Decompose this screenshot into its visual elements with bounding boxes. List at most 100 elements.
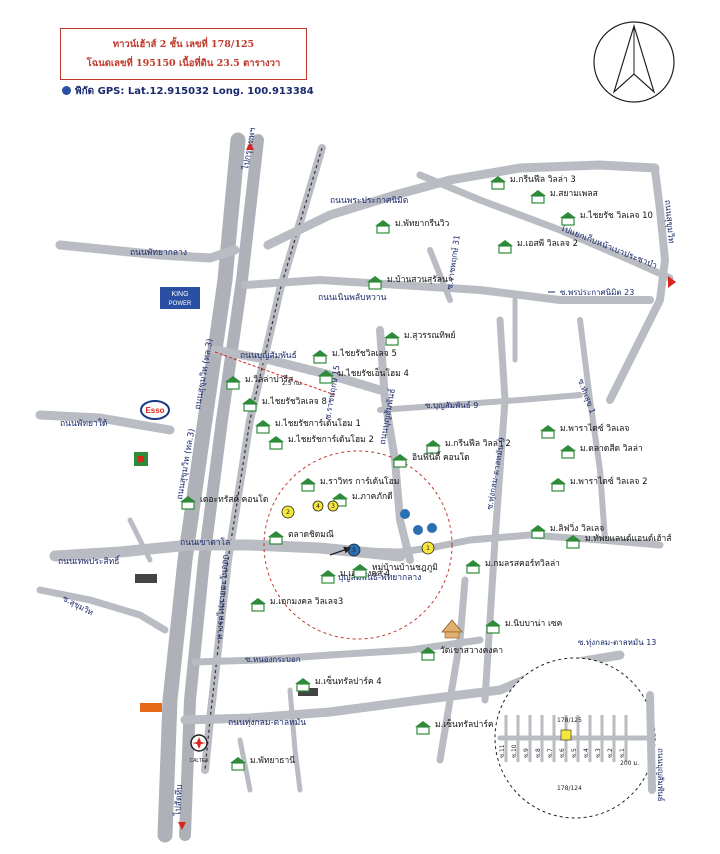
village-label: ม.ไชยรัชการ์เด้นโฮม 1 — [275, 418, 361, 429]
label-khao-talo: ถนนเขาตาโล — [180, 537, 230, 548]
kingpower-logo: KING POWER — [160, 287, 200, 309]
marker-1 — [421, 541, 435, 555]
village-label: ม.ภาคภักดี — [352, 491, 393, 502]
inset-soi-label: ซ.7 — [547, 748, 554, 758]
village-house-icon — [352, 564, 368, 578]
village-house-icon — [250, 598, 266, 612]
village-house-icon — [300, 478, 316, 492]
marker-2 — [281, 505, 295, 519]
village-house-icon — [425, 440, 441, 454]
svg-text:5: 5 — [352, 547, 356, 554]
village-house-icon — [225, 376, 241, 390]
village-house-icon — [312, 350, 328, 364]
north-arrow-icon — [593, 21, 675, 103]
village-label: เดอะทรัสต์ คอนโด — [200, 494, 268, 505]
road-network — [35, 132, 674, 843]
village-house-icon — [530, 525, 546, 539]
label-phraprakanimit: ถนนพระประกาศนิมิต — [330, 196, 408, 206]
svg-text:1: 1 — [426, 545, 430, 552]
village-house-icon — [530, 190, 546, 204]
village-house-icon — [565, 535, 581, 549]
village-house-icon — [392, 454, 408, 468]
marker-blue-b — [413, 525, 423, 535]
village-label: ม.บ้านสวนสุรัลนา — [387, 274, 453, 285]
marker-blue-a — [400, 509, 410, 519]
title-line-2: โฉนดเลขที่ 195150 เนื้อที่ดิน 23.5 ตาราง… — [86, 58, 281, 69]
label-railway: ทางรถไฟสายตะวันออก — [214, 554, 231, 640]
village-house-icon — [497, 240, 513, 254]
village-label: ม.พัทยากรีนวิว — [395, 218, 450, 229]
village-label: ม.ไชยรัชเอ็นโฮม 4 — [338, 367, 409, 379]
inset-soi-label: ซ.1 — [619, 748, 626, 758]
inset-soi-label: ซ.11 — [499, 744, 506, 758]
village-house-icon — [295, 678, 311, 692]
inset-soi-label: ซ.2 — [607, 748, 614, 758]
village-house-icon — [384, 332, 400, 346]
markers: 1 2 4 3 5 — [281, 500, 437, 557]
village-label: ม.ไชยรัชวิลเลจ 5 — [332, 348, 397, 359]
inset-soi-label: ซ.6 — [559, 748, 566, 758]
soi-bunsamphan-9: ซ.บุญสัมพันธ์ 9 — [425, 400, 478, 410]
village-house-icon — [255, 420, 271, 434]
village-label: ม.นิบบาน่า เซค — [505, 619, 562, 629]
village-label: ม.สยามเพลส — [550, 189, 599, 199]
village-house-icon — [540, 425, 556, 439]
location-dot-icon — [62, 86, 71, 95]
gps-text: พิกัด GPS: Lat.12.915032 Long. 100.91338… — [75, 86, 314, 97]
village-label: ม.ดลาดสีด วิลล่า — [580, 443, 643, 454]
inset-soi-label: ซ.8 — [535, 748, 542, 758]
village-house-icon — [242, 398, 258, 412]
village-label: ม.เอสพี วิลเลจ 2 — [517, 238, 578, 249]
village-label: ม.ทัพยแลนด์แอนด์เฮ้าส์ — [585, 533, 672, 544]
label-pattaya-klang: ถนนพัทยากลาง — [130, 248, 187, 258]
marker-blue-c — [427, 523, 437, 533]
village-label: วัดเขาสวางคงคา — [440, 646, 503, 656]
distance-line — [214, 351, 336, 396]
inset-unit-label: 178/125 — [557, 717, 582, 724]
village-label: ม.ลิฟวิ่ง วิลเลจ — [550, 522, 604, 534]
village-house-icon — [560, 445, 576, 459]
village-house-icon — [560, 212, 576, 226]
village-label: ม.ไชยรัช วิลเลจ 10 — [580, 210, 653, 221]
svg-text:4: 4 — [316, 503, 320, 510]
arrow-east-icon — [668, 276, 676, 288]
village-label: อินฟินิตี้ คอนโด — [412, 451, 470, 463]
inset-soi-label: ซ.3 — [595, 748, 602, 758]
village-house-icon — [375, 220, 391, 234]
village-label: ม.เอกมงคล วิลเลจ3 — [270, 597, 343, 607]
gps-coordinates: พิกัด GPS: Lat.12.915032 Long. 100.91338… — [62, 84, 314, 99]
unit-marker — [560, 729, 572, 741]
distance-label: 2.5 กม. — [282, 380, 303, 387]
village-label: ม.ราวิทร การ์เด้นโฮม — [320, 476, 399, 487]
title-line-1: ทาวน์เฮ้าส์ 2 ชั้น เลขที่ 178/125 — [112, 39, 255, 50]
focus-radius-circle — [263, 450, 453, 640]
shop-sign-icon — [135, 574, 157, 583]
esso-logo: Esso — [140, 400, 170, 420]
inset-soi-label: ซ.10 — [511, 744, 518, 758]
village-label: ม.เซ็นทรัลปาร์ค 4 — [315, 675, 382, 687]
label-pattaya-tai: ถนนพัทยาใต้ — [60, 418, 107, 429]
label-to-sattahip: ไปสัตหีบ — [172, 784, 185, 817]
svg-text:CALTEX: CALTEX — [189, 758, 209, 764]
village-label: ม.กรีนฟีล วิลล่า 3 — [510, 174, 576, 185]
village-house-icon — [230, 757, 246, 771]
village-label: ม.ไชยรัชวิลเลจ 8 — [262, 396, 327, 407]
label-thep-prasit: ถนนเทพประสิทธิ์ — [58, 555, 121, 567]
inset-side-road: ถนนบุญสัมพันธ์ — [656, 748, 666, 802]
village-label: ม.ไชยรัชการ์เด้นโฮม 2 — [288, 434, 374, 445]
marker-3 — [327, 500, 339, 512]
village-house-icon — [180, 496, 196, 510]
inset-distance: 200 ม. — [620, 760, 639, 767]
arrow-north-icon — [246, 142, 254, 150]
arrow-south-icon — [178, 822, 186, 830]
village-house-icon — [465, 560, 481, 574]
inset-soi-label: ซ.9 — [523, 748, 530, 758]
village-house-icon — [367, 276, 383, 290]
village-house-icon — [485, 620, 501, 634]
village-house-icon — [318, 370, 334, 384]
village-label: หมู่บ้านบ้านชฎภูมิ — [372, 562, 438, 573]
village-label: ม.พาราไดซ์ วิลเลจ 2 — [570, 476, 647, 487]
